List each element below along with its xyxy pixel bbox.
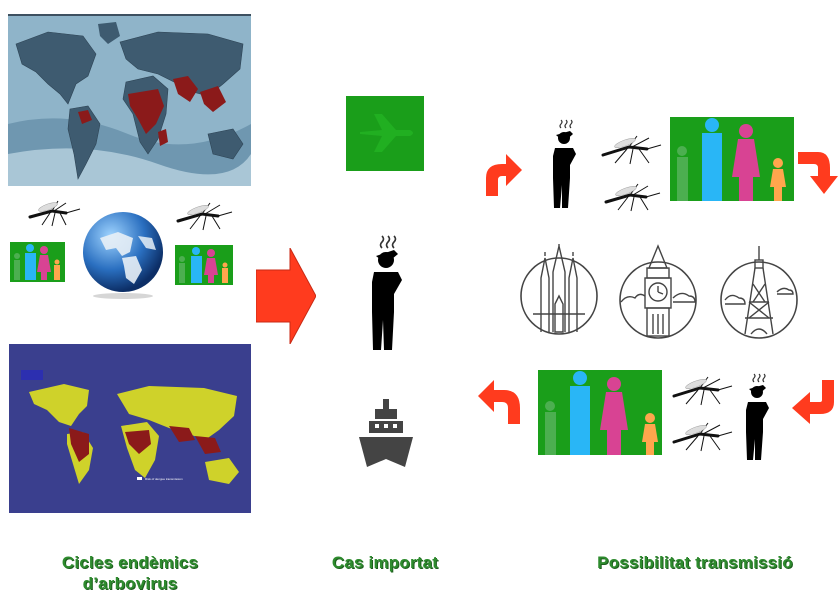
family-icon [670, 117, 794, 201]
endemic-world-map [8, 14, 251, 186]
mosquito-icon [22, 199, 82, 227]
mosquito-icon [597, 133, 663, 165]
mosquito-icon [172, 201, 234, 231]
family-icon [175, 245, 233, 285]
sagrada-familia-icon [515, 244, 603, 336]
sick-person-icon [740, 372, 780, 462]
mosquito-icon [668, 374, 734, 406]
big-ben-icon [613, 244, 703, 340]
svg-text:Risk of dengue transmission: Risk of dengue transmission [145, 477, 183, 481]
mosquito-icon [668, 420, 734, 452]
caption-line: Possibilitat transmissió [597, 553, 793, 572]
caption-imported: Cas importat [310, 552, 460, 573]
family-icon [10, 242, 65, 282]
curved-arrow-icon [796, 150, 838, 198]
caption-line: Cicles endèmics [61, 553, 199, 572]
sick-person-icon [364, 232, 416, 354]
cities-panel [505, 240, 811, 350]
caption-transmission: Possibilitat transmissió [560, 552, 830, 573]
ship-icon [355, 397, 417, 471]
mosquito-icon [600, 182, 662, 212]
globe-icon [78, 208, 168, 300]
family-icon [538, 370, 662, 455]
caption-line: d’arbovirus [82, 574, 178, 593]
caption-line: Cas importat [331, 553, 439, 572]
sick-person-icon [547, 118, 587, 210]
flow-arrow [256, 248, 316, 344]
eiffel-tower-icon [715, 244, 803, 340]
caption-endemic: Cicles endèmics d’arbovirus [40, 552, 220, 594]
curved-arrow-icon [790, 378, 836, 426]
airplane-icon [346, 96, 424, 171]
dengue-world-map: Risk of dengue transmission [9, 344, 251, 513]
curved-arrow-icon [478, 150, 524, 198]
curved-arrow-icon [478, 378, 524, 426]
